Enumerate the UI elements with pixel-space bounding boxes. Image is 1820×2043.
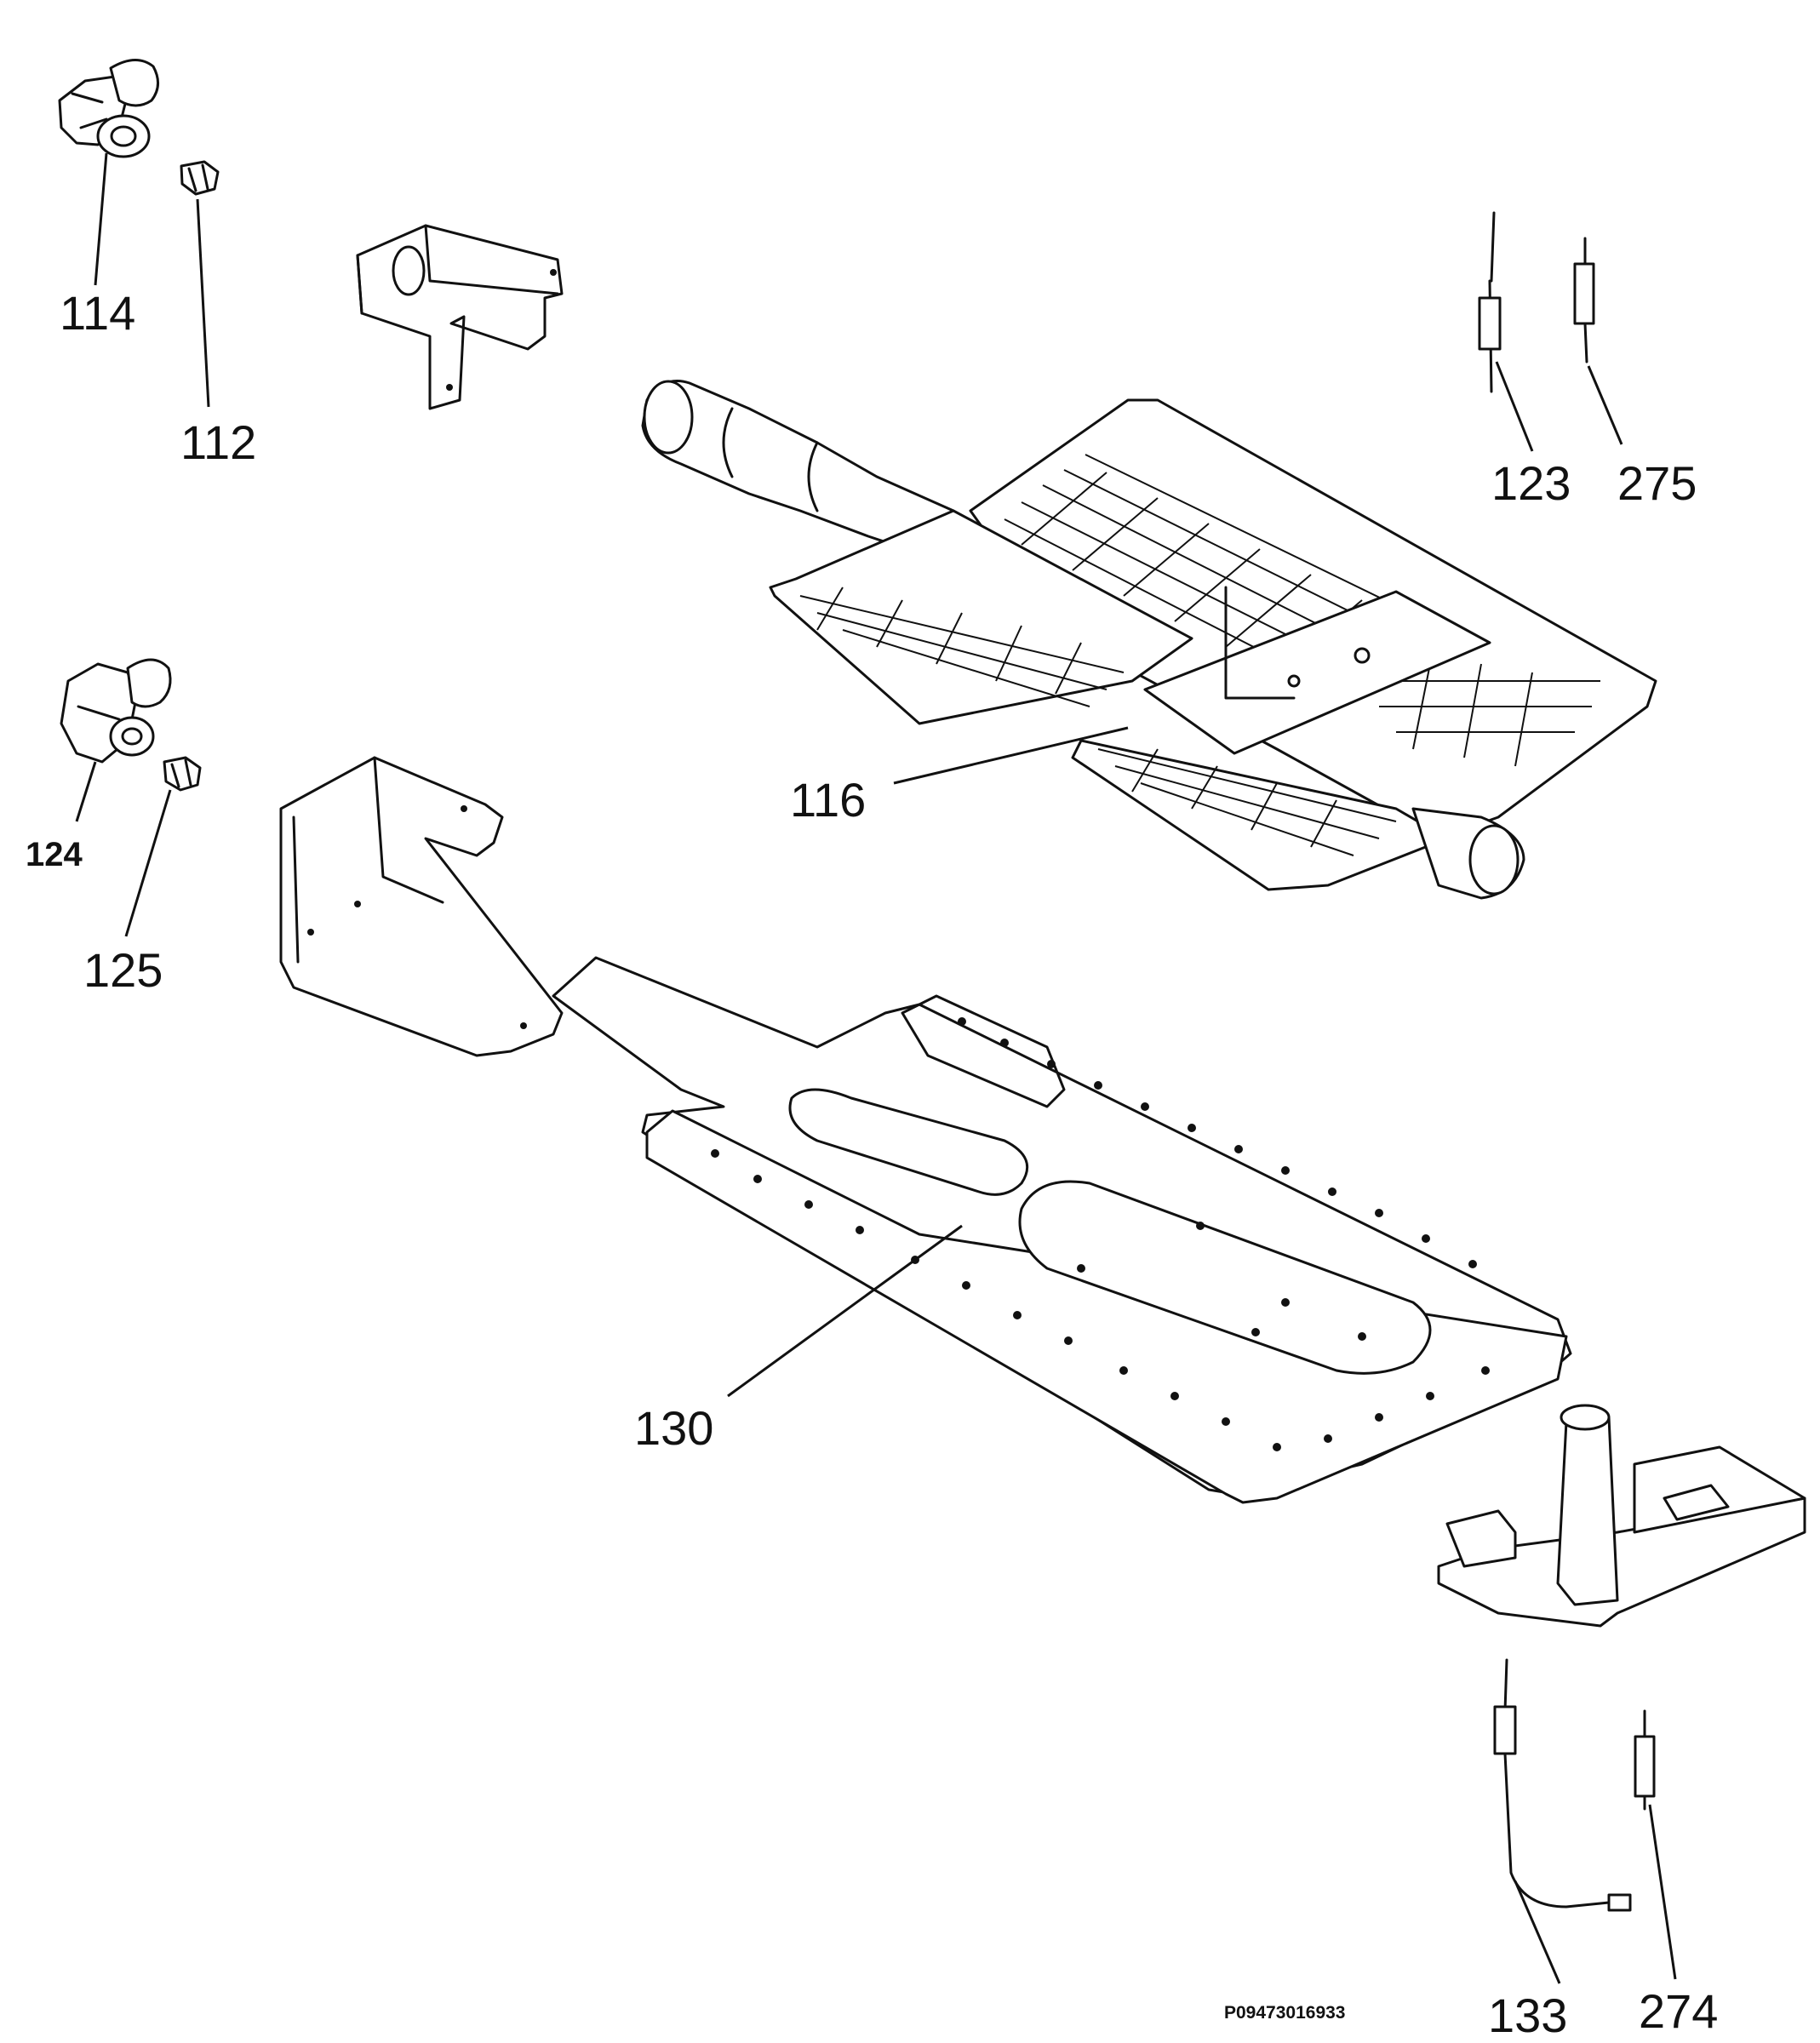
leader-116 (893, 726, 1129, 785)
leader-130 (727, 1224, 963, 1398)
part-123-electrode (1478, 211, 1502, 393)
leader-275 (1587, 365, 1623, 445)
mixer-base-assembly (1437, 1404, 1806, 1628)
label-124: 124 (26, 836, 83, 873)
leader-123 (1495, 361, 1534, 452)
part-114-injector-holder (58, 59, 159, 158)
part-112-nozzle (180, 160, 220, 196)
upper-bracket (356, 224, 564, 410)
part-124-valve-holder (60, 658, 172, 764)
part-130-burner-base (279, 756, 1572, 1504)
label-112: 112 (180, 415, 257, 469)
leader-112 (196, 198, 210, 408)
label-130: 130 (634, 1401, 714, 1455)
leader-114 (94, 152, 108, 286)
label-275: 275 (1617, 456, 1697, 510)
leader-124 (75, 761, 97, 822)
leader-lines (75, 152, 1677, 1984)
part-275-electrode (1573, 237, 1595, 363)
leader-125 (124, 789, 172, 937)
label-116: 116 (790, 773, 867, 827)
part-274-electrode (1634, 1709, 1656, 1811)
part-116-burner (641, 380, 1657, 900)
label-274: 274 (1639, 1984, 1719, 2038)
label-123: 123 (1491, 456, 1571, 510)
part-133-thermocouple (1493, 1658, 1632, 1912)
label-125: 125 (83, 943, 163, 997)
part-125-nozzle (163, 756, 202, 792)
leader-274 (1648, 1804, 1677, 1980)
label-133: 133 (1488, 1989, 1568, 2042)
leader-133 (1514, 1880, 1561, 1984)
reference-code: P09473016933 (1224, 2003, 1346, 2023)
label-114: 114 (60, 286, 136, 340)
